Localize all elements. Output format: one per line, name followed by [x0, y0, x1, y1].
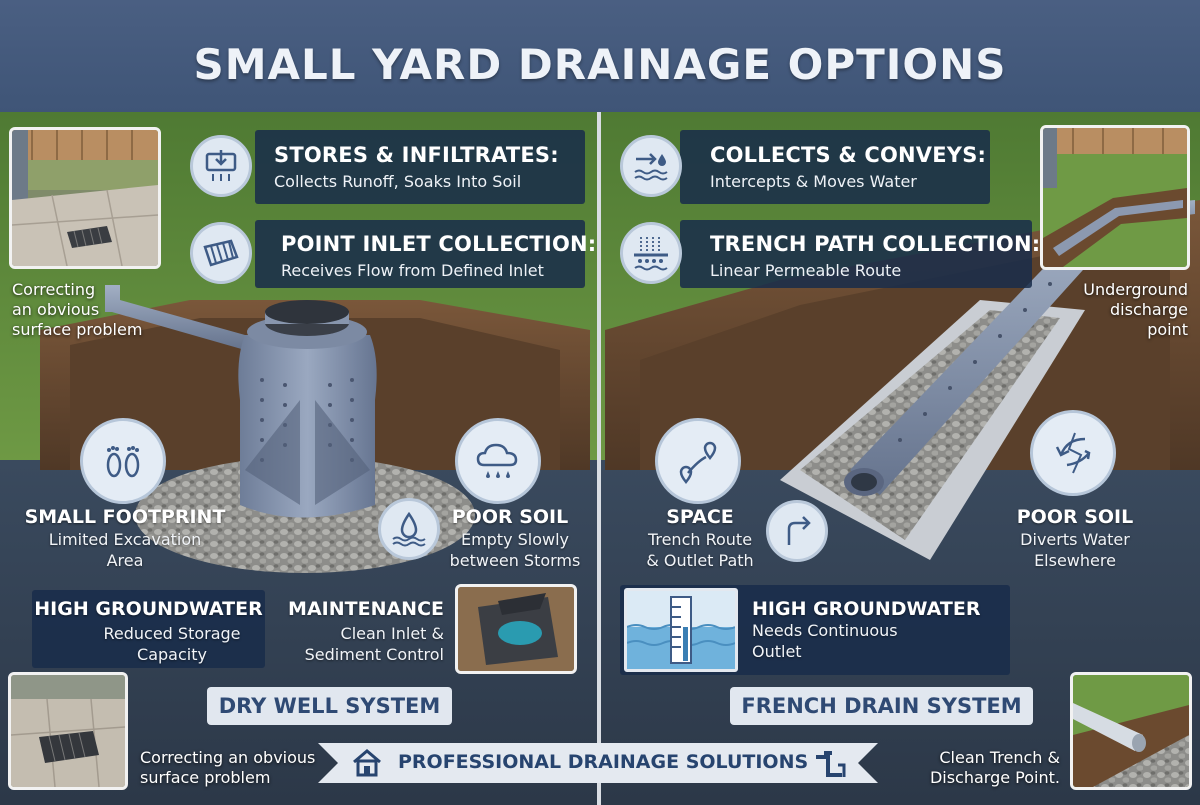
discharge-point-photo: [1040, 125, 1190, 270]
dry-well-system-label: DRY WELL SYSTEM: [207, 687, 452, 725]
patio-grate-photo: [8, 672, 128, 790]
grate-icon: [190, 222, 252, 284]
water-drop-icon: [378, 498, 440, 560]
small-footprint-text: Limited Excavation Area: [20, 529, 230, 571]
text-line: & Outlet Path: [646, 551, 754, 570]
high-groundwater-panel: [32, 590, 265, 668]
high-groundwater-right-title: HIGH GROUNDWATER: [752, 598, 981, 620]
caption-line: Correcting an obvious: [140, 748, 316, 767]
top-left-caption: Correcting an obvious surface problem: [12, 280, 142, 340]
rain-cloud-icon: [455, 418, 541, 504]
trench-outlet-photo: [1070, 672, 1192, 790]
collects-conveys-panel: [680, 130, 990, 204]
pipe-valve-icon: [812, 745, 848, 781]
high-groundwater-title: HIGH GROUNDWATER: [34, 598, 263, 620]
text-line: Sediment Control: [304, 645, 444, 664]
caption-line: Discharge Point.: [929, 768, 1060, 787]
text-line: Trench Route: [647, 530, 753, 549]
space-text: Trench Route & Outlet Path: [620, 529, 780, 571]
feature-heading: STORES & INFILTRATES:: [274, 143, 559, 167]
trench-path-icon: [620, 222, 682, 284]
stores-infiltrates-panel: [255, 130, 585, 204]
text-line: Area: [106, 551, 144, 570]
house-icon: [350, 746, 384, 780]
text-line: Outlet: [752, 642, 802, 661]
feature-text: Intercepts & Moves Water: [710, 172, 917, 191]
small-footprint-title: SMALL FOOTPRINT: [24, 506, 226, 528]
page-title: SMALL YARD DRAINAGE OPTIONS: [193, 40, 1007, 89]
text-line: Capacity: [137, 645, 207, 664]
feature-heading: COLLECTS & CONVEYS:: [710, 143, 987, 167]
text-line: Clean Inlet &: [340, 624, 444, 643]
poor-soil-text: Empty Slowly between Storms: [430, 529, 600, 571]
infiltrate-box-icon: [190, 135, 252, 197]
footprints-icon: [80, 418, 166, 504]
convey-arrow-icon: [620, 135, 682, 197]
text-line: Reduced Storage: [103, 624, 241, 643]
maintenance-title: MAINTENANCE: [288, 598, 444, 620]
caption-line: surface problem: [140, 768, 271, 787]
caption-line: surface problem: [12, 320, 143, 339]
caption-line: an obvious: [12, 300, 100, 319]
french-drain-system-label: FRENCH DRAIN SYSTEM: [730, 687, 1033, 725]
high-groundwater-text: Reduced Storage Capacity: [62, 623, 282, 665]
feature-text: Linear Permeable Route: [710, 261, 902, 280]
top-right-caption: Underground discharge point: [1040, 280, 1188, 340]
center-divider: [597, 112, 601, 805]
caption-line: point: [1147, 320, 1188, 339]
feature-text: Collects Runoff, Soaks Into Soil: [274, 172, 522, 191]
text-line: Limited Excavation: [48, 530, 202, 549]
caption-line: Clean Trench &: [939, 748, 1060, 767]
bottom-banner-text: PROFESSIONAL DRAINAGE SOLUTIONS: [398, 751, 809, 773]
water-gauge-icon: [624, 588, 738, 672]
text-line: Empty Slowly: [460, 530, 570, 549]
text-line: Diverts Water: [1020, 530, 1130, 549]
maintenance-text: Clean Inlet & Sediment Control: [274, 623, 444, 665]
bottom-left-caption: Correcting an obvious surface problem: [140, 748, 315, 788]
caption-line: Correcting: [12, 280, 96, 299]
text-line: between Storms: [449, 551, 581, 570]
divert-arrows-icon: [1030, 410, 1116, 496]
feature-heading: TRENCH PATH COLLECTION:: [710, 232, 1041, 256]
trench-path-panel: [680, 220, 1032, 288]
point-inlet-panel: [255, 220, 585, 288]
feature-text: Receives Flow from Defined Inlet: [281, 261, 544, 280]
poor-soil-title: POOR SOIL: [451, 506, 569, 528]
bottom-right-caption: Clean Trench & Discharge Point.: [912, 748, 1060, 788]
poor-soil-right-title: POOR SOIL: [1016, 506, 1134, 528]
title-bar: [0, 0, 1200, 112]
space-title: SPACE: [666, 506, 734, 528]
text-line: Elsewhere: [1034, 551, 1116, 570]
caption-line: discharge: [1110, 300, 1188, 319]
patio-drain-photo: [9, 127, 161, 269]
bottom-banner: PROFESSIONAL DRAINAGE SOLUTIONS: [318, 737, 878, 789]
caption-line: Underground: [1083, 280, 1188, 299]
high-groundwater-right-text: Needs Continuous Outlet: [752, 620, 898, 662]
route-icon: [655, 418, 741, 504]
text-line: Needs Continuous: [752, 621, 898, 640]
turn-arrow-icon: [766, 500, 828, 562]
maintenance-photo: [455, 584, 577, 674]
feature-heading: POINT INLET COLLECTION:: [281, 232, 597, 256]
poor-soil-right-text: Diverts Water Elsewhere: [990, 529, 1160, 571]
